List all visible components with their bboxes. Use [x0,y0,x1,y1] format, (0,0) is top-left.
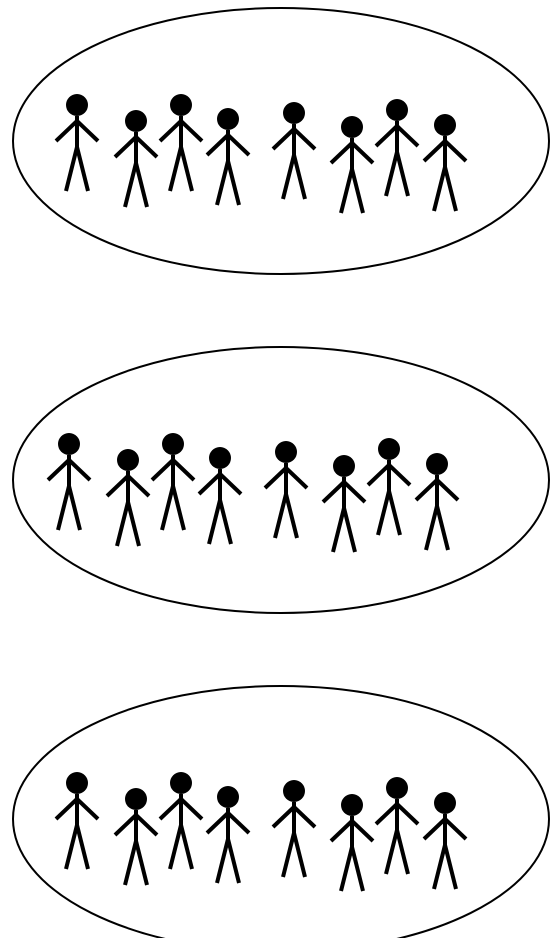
figure-head [170,94,192,116]
figure-head [434,792,456,814]
figure-head [333,455,355,477]
figure-head [426,453,448,475]
figure-head [117,449,139,471]
figure-head [58,433,80,455]
figure-head [275,441,297,463]
figure-head [283,102,305,124]
figure-head [209,447,231,469]
group-ellipse [13,347,549,613]
figure-head [217,108,239,130]
figure-head [341,116,363,138]
figure-head [434,114,456,136]
figure-head [66,94,88,116]
figure-head [66,772,88,794]
group-3 [13,686,549,938]
figure-head [341,794,363,816]
figure-head [283,780,305,802]
figure-head [170,772,192,794]
figure-head [125,788,147,810]
figure-head [386,99,408,121]
figure-head [378,438,400,460]
group-2 [13,347,549,613]
figure-head [162,433,184,455]
figure-head [125,110,147,132]
figure-head [386,777,408,799]
group-1 [13,8,549,274]
figure-head [217,786,239,808]
